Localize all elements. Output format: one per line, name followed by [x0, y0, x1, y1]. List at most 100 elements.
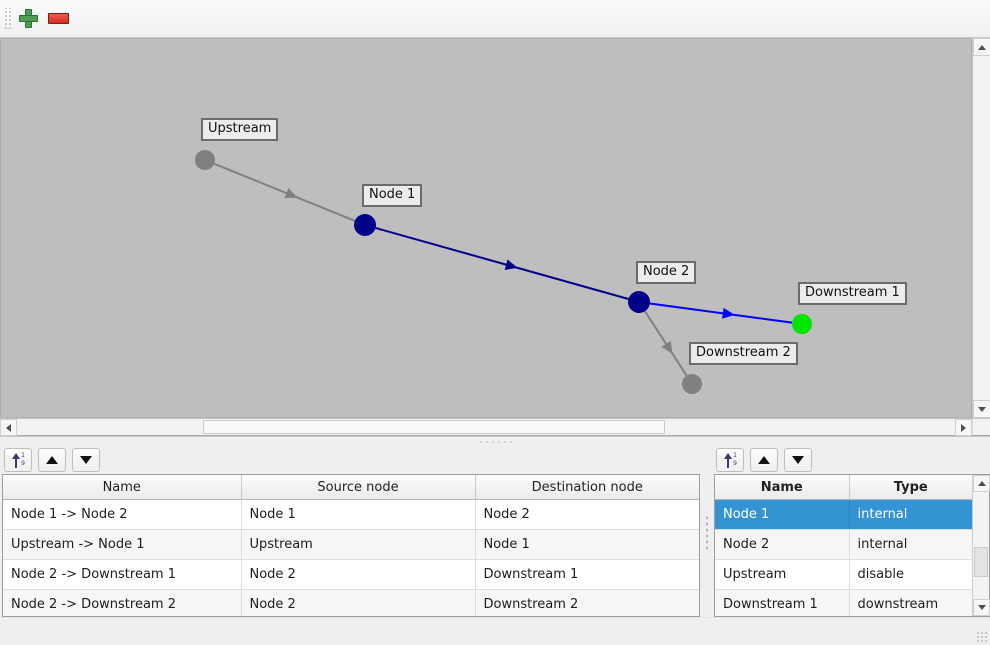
vertical-splitter[interactable]: [702, 446, 712, 617]
cell-type[interactable]: disable: [849, 559, 972, 590]
edge-arrow-icon: [661, 340, 673, 354]
triangle-down-icon: [80, 456, 92, 464]
graph-node-node2[interactable]: [628, 291, 650, 313]
column-header-source-node[interactable]: Source node: [241, 475, 476, 500]
column-header-type[interactable]: Type: [849, 475, 972, 500]
graph-edge[interactable]: [213, 162, 356, 222]
canvas-hscroll-track[interactable]: [17, 419, 955, 435]
graph-edge[interactable]: [375, 227, 629, 300]
cell-name[interactable]: Upstream: [715, 559, 850, 590]
cell-name[interactable]: Node 2: [715, 529, 850, 560]
plus-icon: [18, 9, 38, 28]
node-label-upstream[interactable]: Upstream: [201, 118, 279, 141]
triangle-up-icon: [46, 456, 58, 464]
column-header-destination-node[interactable]: Destination node: [475, 475, 699, 500]
toolbar-drag-handle[interactable]: [3, 7, 13, 30]
edges-move-down-button[interactable]: [72, 448, 100, 472]
edge-arrow-icon: [504, 259, 518, 270]
scroll-right-button[interactable]: [955, 419, 972, 436]
cell-destination[interactable]: Node 2: [475, 499, 699, 530]
node-label-node1[interactable]: Node 1: [362, 184, 423, 207]
triangle-down-icon: [977, 605, 986, 610]
cell-name[interactable]: Node 1: [715, 499, 850, 530]
nodes-table-scrollbar[interactable]: [972, 475, 990, 616]
nodes-sort-button[interactable]: 1 9: [716, 448, 744, 472]
minus-icon: [47, 13, 69, 24]
node-label-node2[interactable]: Node 2: [636, 261, 697, 284]
main-toolbar: [0, 0, 990, 38]
cell-type[interactable]: internal: [849, 529, 972, 560]
window-resize-grip[interactable]: [976, 631, 988, 643]
canvas-horizontal-scrollbar[interactable]: [0, 418, 990, 436]
cell-name[interactable]: Downstream 1: [715, 589, 850, 616]
add-node-button[interactable]: [13, 4, 43, 34]
edges-move-up-button[interactable]: [38, 448, 66, 472]
graph-edge[interactable]: [644, 310, 688, 377]
scroll-down-button[interactable]: [973, 400, 990, 418]
nodes-scroll-track[interactable]: [973, 492, 989, 599]
cell-source[interactable]: Node 1: [241, 499, 476, 530]
splitter-grip: [705, 514, 709, 549]
graph-node-upstream[interactable]: [195, 150, 215, 170]
canvas-hscroll-thumb[interactable]: [203, 420, 665, 434]
scroll-left-button[interactable]: [0, 419, 17, 436]
cell-name[interactable]: Node 2 -> Downstream 2: [3, 589, 242, 616]
column-header-name[interactable]: Name: [3, 475, 242, 500]
cell-destination[interactable]: Downstream 1: [475, 559, 699, 590]
cell-destination[interactable]: Node 1: [475, 529, 699, 560]
canvas-vscroll-track[interactable]: [973, 56, 990, 400]
edges-sort-button[interactable]: 1 9: [4, 448, 32, 472]
scroll-up-button[interactable]: [973, 475, 990, 492]
cell-source[interactable]: Node 2: [241, 559, 476, 590]
graph-edge[interactable]: [649, 302, 793, 324]
column-header-name[interactable]: Name: [715, 475, 850, 500]
cell-type[interactable]: downstream: [849, 589, 972, 616]
graph-node-node1[interactable]: [354, 214, 376, 236]
cell-source[interactable]: Upstream: [241, 529, 476, 560]
cell-destination[interactable]: Downstream 2: [475, 589, 699, 616]
canvas-vertical-scrollbar[interactable]: [972, 38, 990, 418]
graph-node-downstream2[interactable]: [682, 374, 702, 394]
nodes-move-down-button[interactable]: [784, 448, 812, 472]
nodes-move-up-button[interactable]: [750, 448, 778, 472]
graph-drawing: [195, 150, 812, 394]
nodes-scroll-thumb[interactable]: [974, 547, 988, 577]
sort-icon: 1 9: [11, 452, 25, 468]
cell-type[interactable]: internal: [849, 499, 972, 530]
scroll-down-button[interactable]: [973, 599, 990, 616]
scrollbar-corner: [972, 419, 990, 435]
node-label-downstream2[interactable]: Downstream 2: [689, 342, 798, 365]
horizontal-splitter[interactable]: [0, 436, 990, 446]
node-label-downstream1[interactable]: Downstream 1: [798, 282, 907, 305]
graph-node-downstream1[interactable]: [792, 314, 812, 334]
triangle-up-icon: [978, 44, 986, 50]
cell-name[interactable]: Node 1 -> Node 2: [3, 499, 242, 530]
status-bar: [0, 617, 990, 645]
triangle-up-icon: [758, 456, 770, 464]
scroll-up-button[interactable]: [973, 38, 990, 56]
cell-name[interactable]: Upstream -> Node 1: [3, 529, 242, 560]
sort-icon: 1 9: [723, 452, 737, 468]
remove-node-button[interactable]: [43, 4, 73, 34]
cell-name[interactable]: Node 2 -> Downstream 1: [3, 559, 242, 590]
cell-source[interactable]: Node 2: [241, 589, 476, 616]
